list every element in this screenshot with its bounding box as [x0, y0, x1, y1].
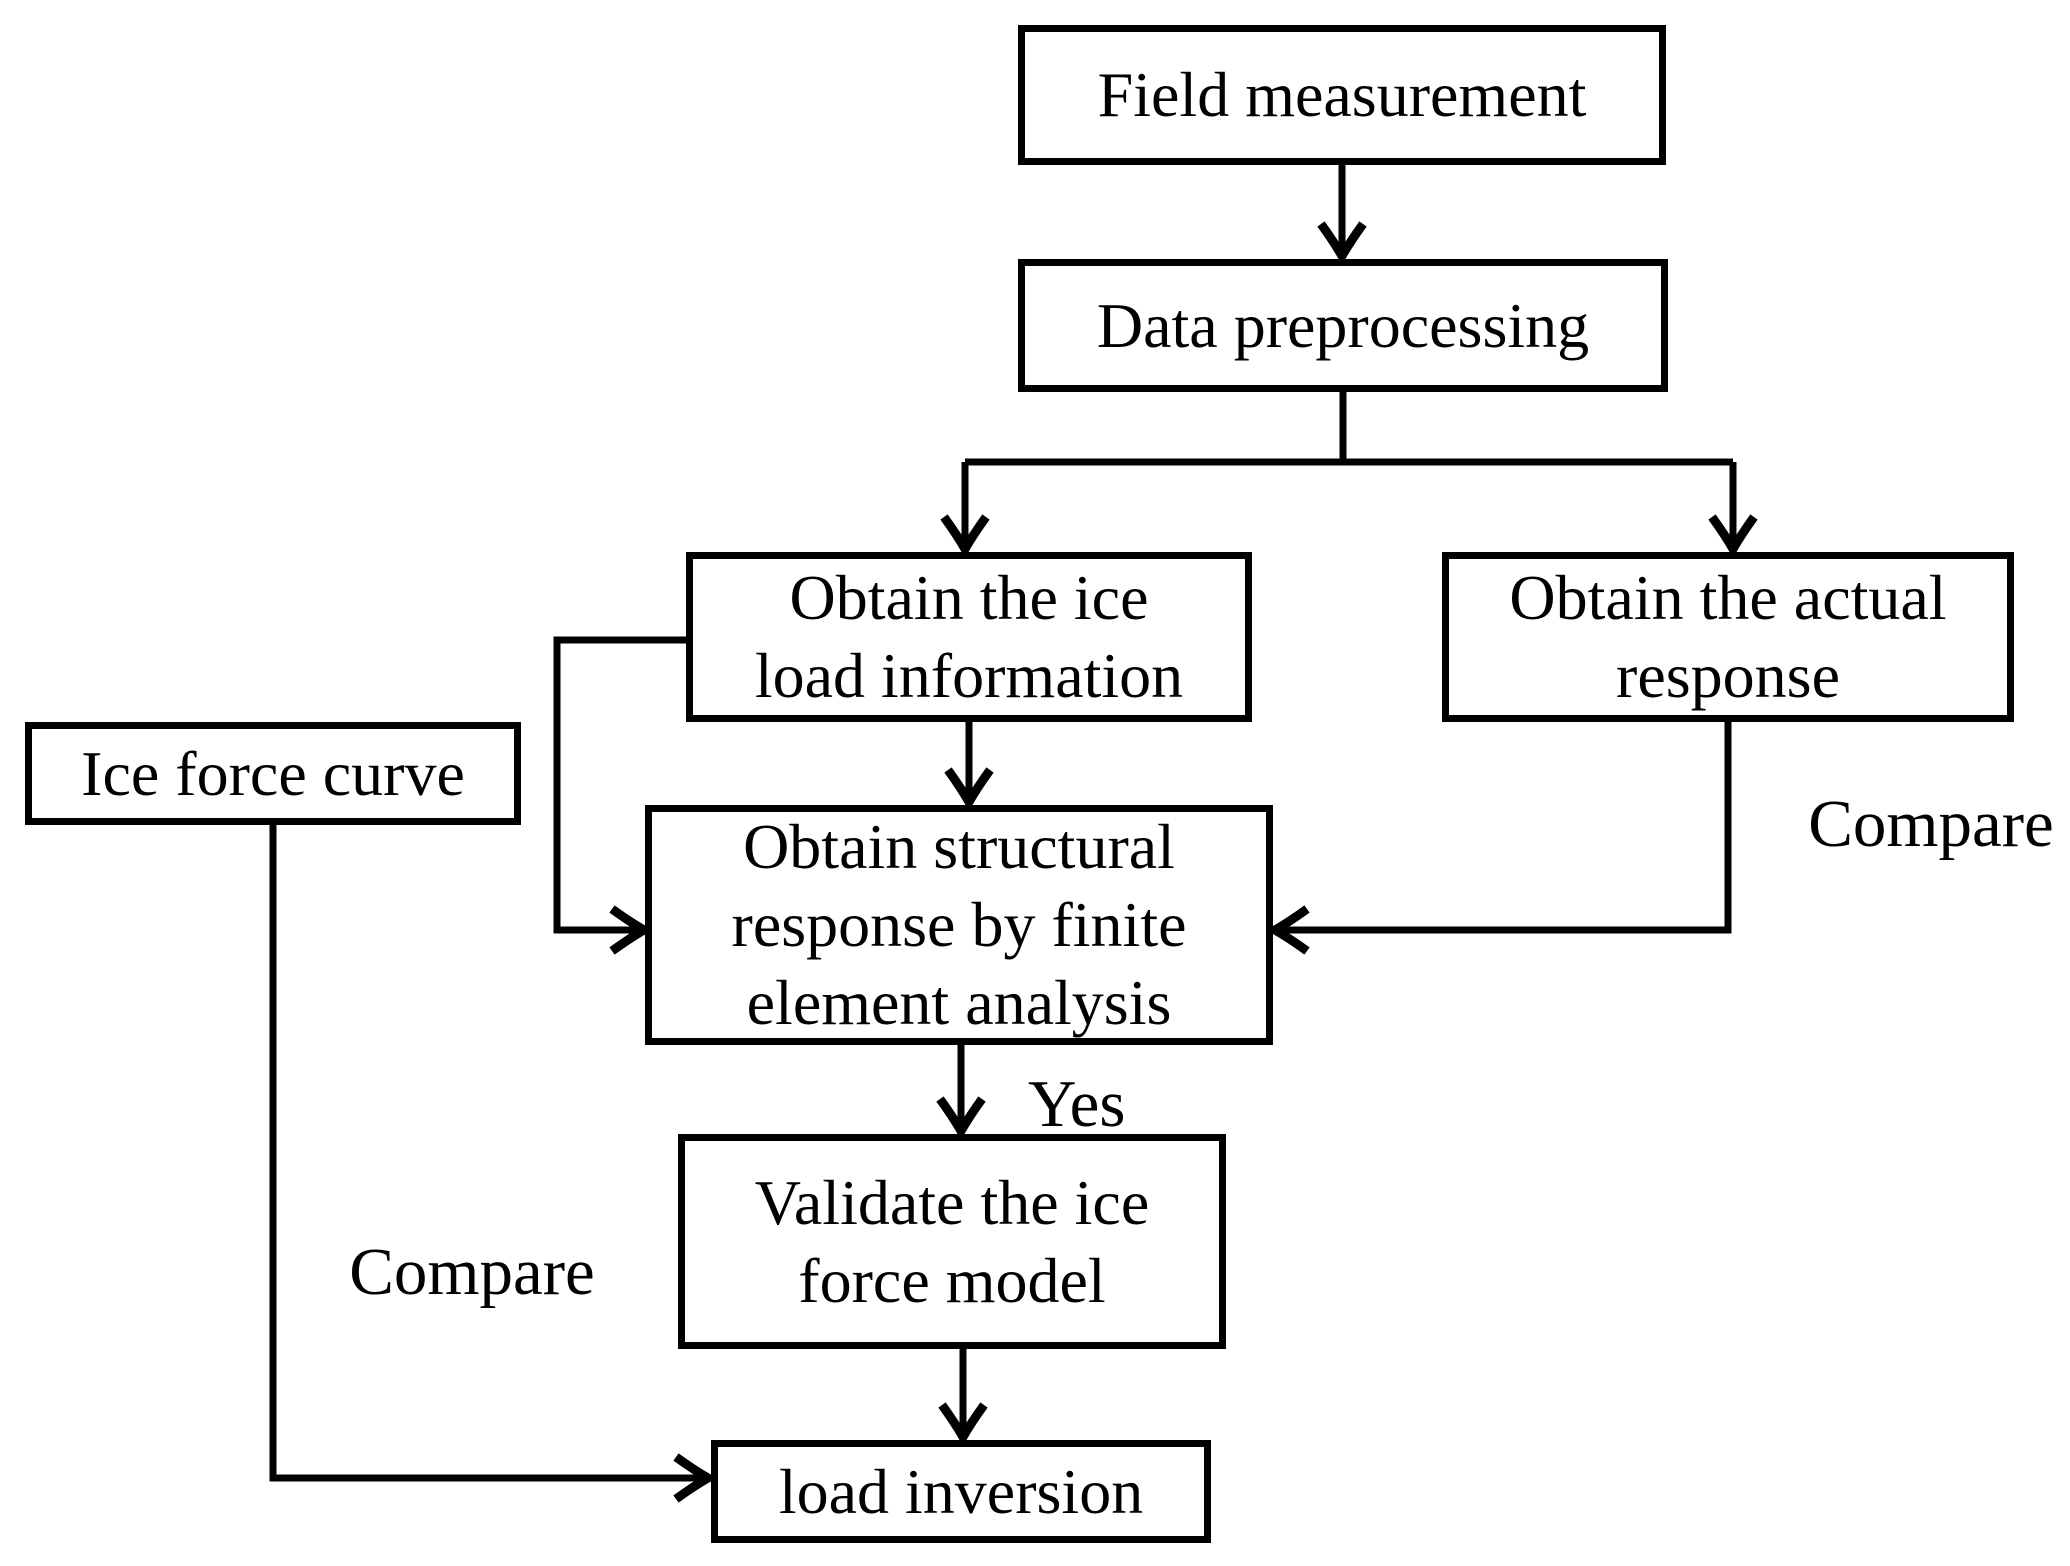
node-label: Data preprocessing — [1096, 289, 1590, 361]
edge-label-compare-left: Compare — [349, 1235, 595, 1309]
node-ice-force-curve: Ice force curve — [25, 722, 521, 825]
node-label: Obtain structural response by finite ele… — [731, 811, 1187, 1038]
node-obtain-ice-load: Obtain the ice load information — [686, 552, 1252, 722]
node-field-measurement: Field measurement — [1018, 25, 1666, 165]
arrowhead-down-icon — [940, 514, 990, 559]
arrowhead-down-icon — [938, 1402, 988, 1447]
node-validate-ice-force-model: Validate the ice force model — [678, 1134, 1226, 1349]
arrowhead-right-icon — [609, 905, 654, 955]
wire-feedback-loop — [553, 636, 686, 934]
node-label: Field measurement — [1097, 59, 1587, 130]
node-label: Obtain the actual response — [1509, 562, 1947, 711]
arrowhead-down-icon — [1317, 221, 1367, 266]
node-obtain-actual-response: Obtain the actual response — [1442, 552, 2014, 722]
arrowhead-down-icon — [936, 1096, 986, 1141]
arrowhead-down-icon — [944, 767, 994, 812]
wire-response-to-fea — [1277, 722, 1732, 934]
node-label: Validate the ice force model — [754, 1166, 1150, 1316]
node-label: Obtain the ice load information — [754, 562, 1184, 711]
node-data-preprocessing: Data preprocessing — [1018, 259, 1668, 392]
node-load-inversion: load inversion — [711, 1440, 1211, 1543]
wire-preprocessing-split — [961, 392, 1737, 548]
arrowhead-left-icon — [1265, 905, 1310, 955]
node-label: Ice force curve — [81, 737, 465, 809]
wire-icecurve-to-inversion — [269, 825, 706, 1482]
node-fea-structural-response: Obtain structural response by finite ele… — [645, 805, 1273, 1045]
edge-label-compare-right: Compare — [1808, 787, 2054, 861]
node-label: load inversion — [778, 1455, 1144, 1527]
arrowhead-right-icon — [673, 1453, 718, 1503]
edge-label-yes: Yes — [1028, 1067, 1126, 1141]
arrowhead-down-icon — [1708, 514, 1758, 559]
